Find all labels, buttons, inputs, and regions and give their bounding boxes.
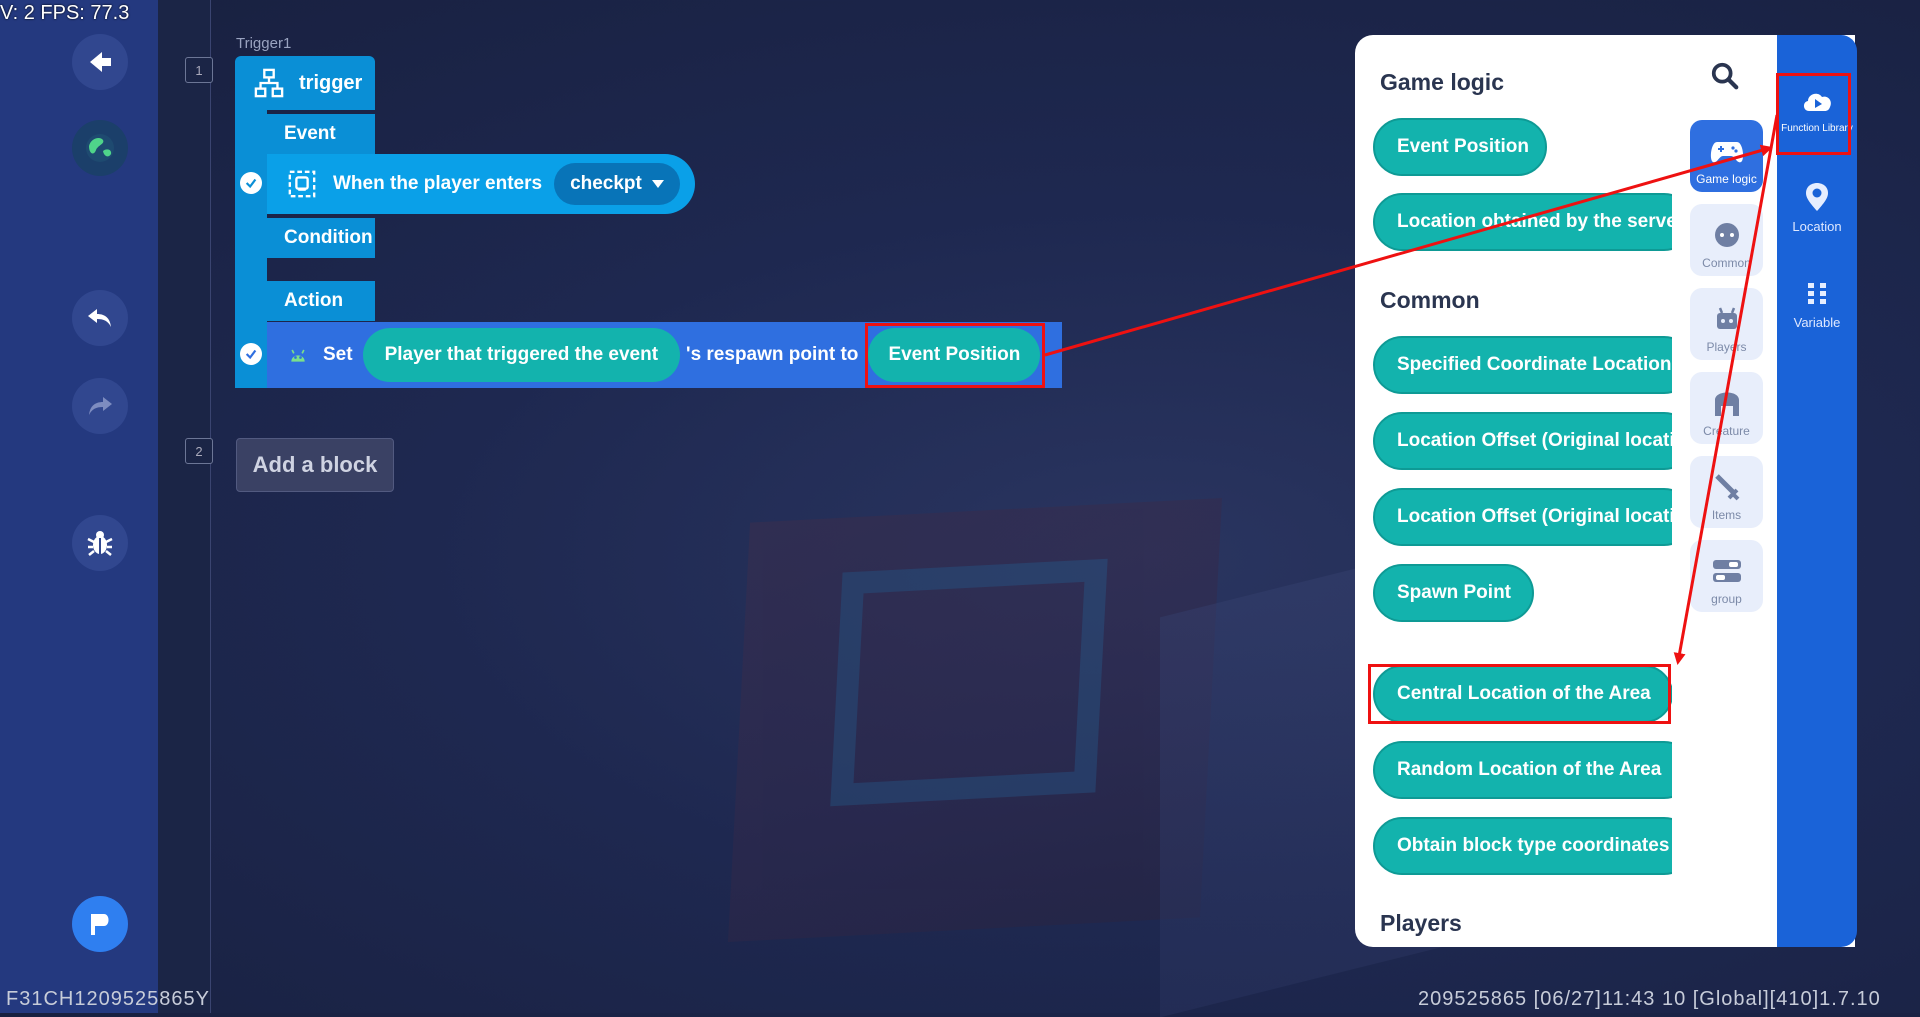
- fn-event-position[interactable]: Event Position: [1373, 118, 1547, 176]
- redo-button[interactable]: [72, 378, 128, 434]
- group-title-common: Common: [1380, 287, 1480, 313]
- event-section-label: Event: [267, 114, 375, 154]
- category-label: Players: [1706, 340, 1747, 354]
- world-button[interactable]: [72, 120, 128, 176]
- grid-dots-icon: [1808, 283, 1826, 304]
- category-label: Game logic: [1696, 172, 1757, 186]
- category-creature[interactable]: Creature: [1690, 372, 1763, 444]
- bug-icon: [87, 531, 113, 556]
- dots-circle-icon: [1714, 223, 1739, 247]
- gamepad-icon: [1710, 142, 1743, 163]
- group-toggle-icon: [1712, 560, 1741, 582]
- check-icon: [245, 178, 257, 189]
- left-sidebar: [0, 0, 158, 1013]
- line-number: 2: [185, 438, 213, 464]
- event-position-pill[interactable]: Event Position: [868, 328, 1041, 382]
- trigger-header[interactable]: trigger: [235, 56, 375, 110]
- build-id: F31CH1209525865Y: [6, 988, 210, 1010]
- event-block[interactable]: When the player enters checkpt: [267, 154, 695, 214]
- run-button[interactable]: [72, 896, 128, 952]
- fn-location-from-server[interactable]: Location obtained by the serve: [1373, 193, 1672, 251]
- event-enabled-checkbox[interactable]: [240, 172, 262, 194]
- tab-label: Location: [1792, 219, 1842, 234]
- fn-spawn-point[interactable]: Spawn Point: [1373, 564, 1534, 622]
- undo-icon: [88, 309, 111, 327]
- fn-obtain-block-type-coordinates[interactable]: Obtain block type coordinates: [1373, 817, 1672, 875]
- robot-icon: [1716, 307, 1737, 329]
- library-tabs: Function Library Location Variable: [1777, 35, 1857, 947]
- action-enabled-checkbox[interactable]: [240, 343, 262, 365]
- globe-icon: [86, 134, 114, 162]
- category-game-logic[interactable]: Game logic: [1690, 120, 1763, 192]
- trigger-label: trigger: [299, 71, 363, 94]
- fps-readout: V: 2 FPS: 77.3: [0, 2, 130, 24]
- region-enter-icon: [288, 170, 316, 198]
- scene-window-frame: [830, 558, 1108, 807]
- flag-icon: [91, 914, 109, 935]
- caret-down-icon: [651, 180, 664, 188]
- add-block-button[interactable]: Add a block: [236, 438, 394, 492]
- fn-random-location-of-area[interactable]: Random Location of the Area: [1373, 741, 1672, 799]
- highlight-central-location: [1368, 664, 1671, 724]
- back-button[interactable]: [72, 34, 128, 90]
- event-text: When the player enters: [333, 173, 543, 194]
- tab-location[interactable]: Location: [1777, 181, 1857, 234]
- scene-building: [727, 497, 1223, 943]
- sword-icon: [1714, 474, 1739, 501]
- category-label: Common: [1702, 256, 1751, 270]
- category-items[interactable]: Items: [1690, 456, 1763, 528]
- tab-function-library[interactable]: Function Library: [1777, 85, 1857, 134]
- category-players[interactable]: Players: [1690, 288, 1763, 360]
- region-dropdown[interactable]: checkpt: [554, 163, 680, 205]
- fn-specified-coordinate-location[interactable]: Specified Coordinate Location: [1373, 336, 1672, 394]
- debug-button[interactable]: [72, 515, 128, 571]
- condition-section-label: Condition: [267, 218, 375, 258]
- arrow-left-icon: [90, 52, 111, 72]
- tab-label: Variable: [1793, 315, 1841, 330]
- category-group[interactable]: group: [1690, 540, 1763, 612]
- group-title-players: Players: [1380, 910, 1462, 936]
- creature-icon: [1714, 392, 1739, 416]
- action-block[interactable]: Set Player that triggered the event 's r…: [267, 322, 1062, 388]
- action-verb: Set: [323, 344, 353, 365]
- fn-location-offset[interactable]: Location Offset (Original locati: [1373, 412, 1672, 470]
- search-icon[interactable]: [1710, 61, 1740, 91]
- category-label: Creature: [1703, 424, 1750, 438]
- trigger-name: Trigger1: [236, 35, 292, 52]
- fn-location-offset[interactable]: Location Offset (Original locati: [1373, 488, 1672, 546]
- hierarchy-icon: [254, 68, 284, 98]
- group-title-game-logic: Game logic: [1380, 69, 1504, 95]
- highlight-event-position: [865, 323, 1045, 388]
- player-subject-pill[interactable]: Player that triggered the event: [362, 328, 681, 382]
- line-rail: [158, 0, 211, 1013]
- action-section-label: Action: [267, 281, 375, 321]
- region-dropdown-value: checkpt: [570, 173, 642, 194]
- tab-variable[interactable]: Variable: [1777, 277, 1857, 330]
- category-label: group: [1711, 592, 1742, 606]
- tab-label: Function Library: [1781, 123, 1853, 134]
- undo-button[interactable]: [72, 290, 128, 346]
- redo-icon: [89, 397, 112, 415]
- highlight-function-library: [1776, 73, 1851, 155]
- map-pin-icon: [1806, 183, 1828, 211]
- check-icon: [245, 349, 257, 360]
- action-connector: 's respawn point to: [686, 344, 859, 365]
- player-icon: [291, 349, 305, 362]
- cloud-play-icon: [1803, 93, 1831, 111]
- category-label: Items: [1711, 508, 1742, 522]
- trigger-spine: [235, 110, 267, 388]
- category-common[interactable]: Common: [1690, 204, 1763, 276]
- footer-info: 209525865 [06/27]11:43 10 [Global][410]1…: [1418, 988, 1881, 1010]
- line-number: 1: [185, 57, 213, 83]
- category-column: Game logic Common Players Creature Items…: [1672, 35, 1785, 947]
- fn-central-location-of-area[interactable]: Central Location of the Area: [1373, 665, 1672, 723]
- function-list: Game logic Event Position Location obtai…: [1355, 35, 1672, 947]
